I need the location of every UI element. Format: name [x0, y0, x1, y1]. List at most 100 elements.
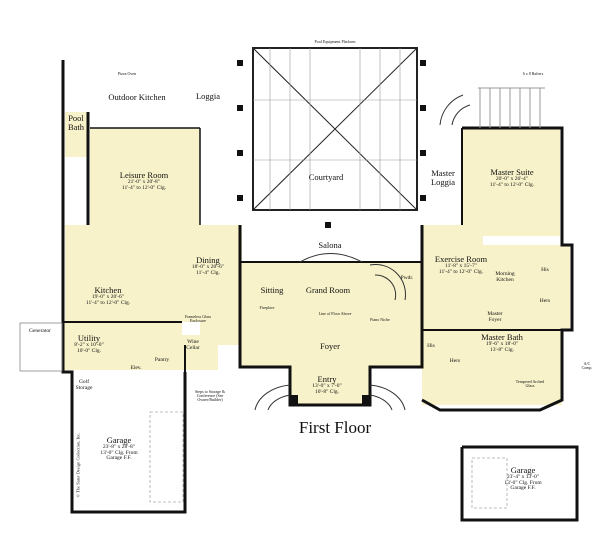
room-dims: 18'-0" x 20'-6"	[191, 263, 225, 270]
copyright: © The Sater Design Collection, Inc.	[75, 432, 81, 498]
room-name: Master Bath	[481, 332, 523, 342]
room-name: Pool Bath	[67, 113, 85, 132]
room-dining: Dining 18'-0" x 20'-6" 11'-4" Clg.	[192, 256, 224, 276]
room-ceiling: 11'-4" Clg.	[196, 269, 220, 276]
room-pantry: Pantry	[154, 357, 170, 364]
room-name: Courtyard	[308, 172, 344, 182]
room-outdoor-kitchen: Outdoor Kitchen	[108, 93, 165, 102]
room-master-foyer: Master Foyer	[482, 311, 508, 324]
room-kitchen: Kitchen 19'-0" x 20'-6" 11'-4" to 12'-0"…	[86, 286, 130, 306]
room-name: Hers	[539, 298, 551, 304]
room-morning-kitchen: Morning Kitchen	[491, 271, 519, 284]
room-dims: 8'-2" x 10'-0"	[74, 341, 104, 348]
room-garage-left: Garage 23'-8" x 28'-8" 13'-0" Clg. From …	[100, 436, 137, 462]
room-golf-storage: Golf Storage	[73, 379, 95, 392]
room-ceiling: 11'-4" to 12'-0" Clg.	[121, 184, 167, 191]
room-ceiling: 10'-0" Clg.	[76, 347, 102, 354]
room-master-suite: Master Suite 20'-0" x 26'-4" 11'-4" to 1…	[490, 168, 534, 188]
room-hers-bath: Hers	[449, 358, 461, 365]
note-ac-comp: A/C Comp.	[581, 361, 593, 371]
master-suite-fill	[462, 128, 560, 236]
room-his-bath: His	[427, 343, 435, 350]
room-loggia: Loggia	[196, 92, 220, 101]
room-name: Utility	[77, 333, 101, 343]
room-name: Elev.	[130, 365, 142, 371]
room-name: Morning Kitchen	[495, 271, 515, 283]
room-exercise: Exercise Room 11'-8" x 15'-7" 11'-4" to …	[435, 255, 487, 275]
room-name: Garage	[510, 465, 536, 475]
note-pizza-oven: Pizza Oven	[117, 71, 137, 76]
note-piano-niche: Piano Niche	[370, 317, 390, 322]
room-leisure: Leisure Room 21'-0" x 20'-8" 11'-4" to 1…	[120, 171, 168, 191]
room-name: Exercise Room	[434, 254, 488, 264]
note-floor-above: Line of Floor Above	[318, 311, 352, 316]
room-ceiling: 13'-8" Clg.	[489, 346, 515, 353]
utility-fill	[62, 322, 182, 370]
room-dims: 23'-8" x 28'-8"	[102, 443, 136, 450]
room-salona: Salona	[318, 241, 341, 250]
room-entry: Entry 13'-0" x 7'-0" 10'-8" Clg.	[312, 375, 341, 395]
grand-room-fill	[240, 262, 422, 367]
room-ceiling: 13'-0" Clg. From	[504, 479, 542, 486]
room-name: Hers	[449, 358, 461, 364]
room-name: Master Suite	[490, 167, 534, 177]
room-name: Entry	[317, 374, 337, 384]
generator-pad	[19, 322, 63, 372]
walls	[61, 60, 579, 522]
note-pool-equipment: Pool Equipment Platform	[314, 39, 356, 44]
room-pool-bath: Pool Bath	[66, 114, 86, 132]
room-garage-right: Garage 23'-4" x 13'-0" 13'-0" Clg. From …	[504, 466, 541, 492]
columns	[237, 60, 426, 405]
room-name: Sitting	[260, 285, 284, 295]
room-master-bath: Master Bath 19'-6" x 18'-0" 13'-8" Clg.	[481, 333, 523, 353]
room-ceiling: 11'-4" to 12'-0" Clg.	[438, 268, 484, 275]
master-bath-fill	[422, 295, 562, 405]
room-elev: Elev.	[130, 365, 142, 372]
room-ceiling: Garage F.F.	[510, 485, 536, 492]
room-name: Generator	[29, 328, 51, 334]
room-courtyard: Courtyard	[309, 173, 343, 182]
room-name: His	[427, 343, 435, 349]
room-dims: 19'-6" x 18'-0"	[485, 340, 519, 347]
room-dims: 21'-0" x 20'-8"	[127, 178, 161, 185]
room-dims: 19'-0" x 20'-6"	[91, 293, 125, 300]
room-name: Outdoor Kitchen	[108, 92, 166, 102]
room-name: Pantry	[154, 357, 170, 363]
room-name: Master Foyer	[487, 311, 503, 323]
room-name: Wine Cellar	[186, 339, 200, 351]
room-ceiling: 13'-0" Clg. From	[100, 449, 138, 456]
room-name: Kitchen	[94, 285, 122, 295]
note-glass-enclosure: Frameless Glass Enclosure	[184, 314, 212, 324]
room-name: Foyer	[320, 341, 340, 351]
room-name: Loggia	[195, 91, 221, 101]
dining-fill	[200, 225, 242, 345]
room-name: Pwdr.	[400, 275, 414, 281]
room-name: His	[541, 267, 549, 273]
room-grand: Grand Room	[306, 286, 350, 295]
room-ceiling: 10'-8" Clg.	[314, 388, 340, 395]
room-hers-closet: Hers	[539, 298, 551, 305]
room-dims: 20'-0" x 26'-4"	[495, 175, 529, 182]
plan-title: First Floor	[298, 418, 372, 437]
note-fireplace: Fireplace	[259, 305, 275, 310]
room-ceiling: Garage F.F.	[106, 455, 132, 462]
room-name: Dining	[196, 255, 220, 265]
room-utility: Utility 8'-2" x 10'-0" 10'-0" Clg.	[74, 334, 103, 354]
note-rafters: 6 x 8 Rafters	[522, 71, 544, 76]
room-master-loggia: Master Loggia	[428, 169, 458, 187]
room-dims: 23'-4" x 13'-0"	[506, 473, 540, 480]
room-name: Master Loggia	[430, 168, 456, 187]
room-ceiling: 11'-4" to 12'-0" Clg.	[85, 299, 131, 306]
room-sitting: Sitting	[261, 286, 284, 295]
room-name: Salona	[318, 240, 342, 250]
room-generator: Generator	[29, 328, 51, 335]
room-name: Leisure Room	[119, 170, 169, 180]
exercise-fill	[423, 225, 483, 295]
room-name: Grand Room	[305, 285, 351, 295]
room-foyer: Foyer	[320, 342, 340, 351]
room-pwdr: Pwdr.	[400, 275, 414, 282]
stairs	[254, 94, 471, 411]
entry-fill	[290, 367, 370, 404]
